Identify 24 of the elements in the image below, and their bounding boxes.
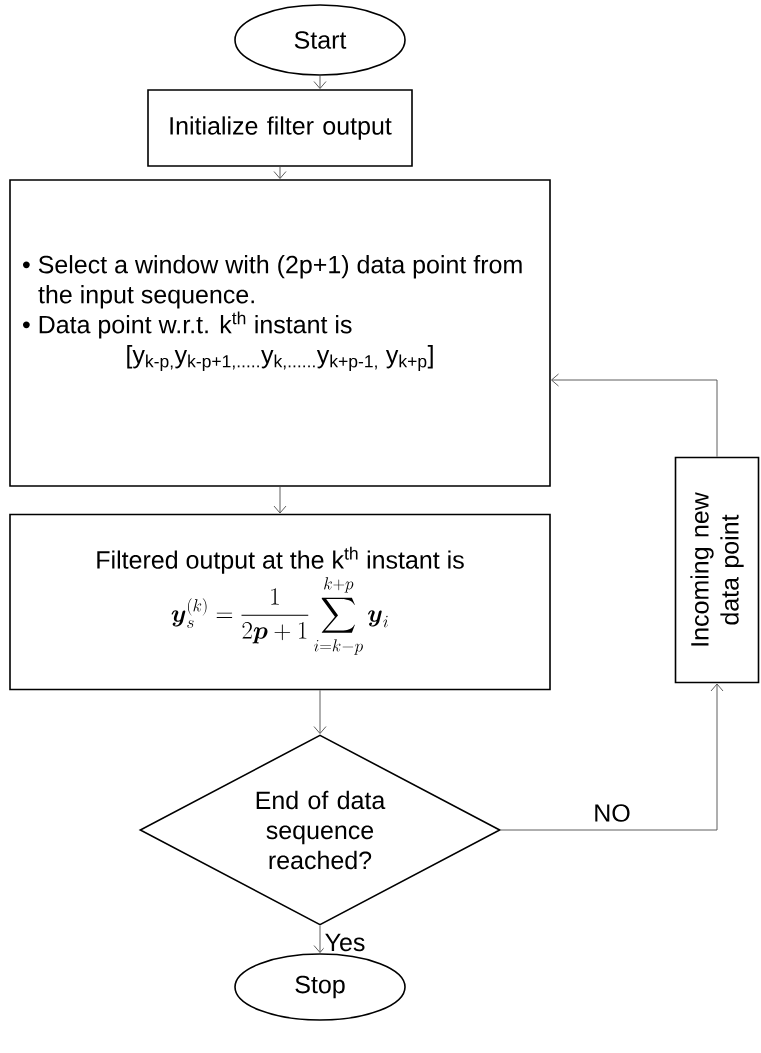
decision-label: End of data sequence reached? xyxy=(256,790,386,870)
process-box xyxy=(674,456,760,684)
bullet-text: • Data point w.r.t. k$^{th}$ instant is xyxy=(23,311,352,339)
terminal-label: Stop xyxy=(295,975,345,999)
process-box xyxy=(9,513,551,691)
edge-label: NO xyxy=(595,804,630,822)
sequence-text: [y$_{k-p,}$y$_{k-p+1,.....}$y$_{k,......}$y$_{k+p-1,}$ y$_{k+p}$] xyxy=(127,345,433,371)
process-box xyxy=(147,89,413,167)
process-box xyxy=(9,179,551,487)
arrow xyxy=(500,683,724,831)
arrow xyxy=(273,486,287,514)
formula: $\boldsymbol{y}_s^{(k)} = \frac{1}{2\boldsymbol{p}+1}\sum_{i=k-p}^{k+p}\boldsymbol{y}_i$ xyxy=(171,577,388,655)
arrow xyxy=(313,925,327,953)
edge-label: Yes xyxy=(325,933,365,952)
arrow xyxy=(313,689,327,734)
box-label: Incoming new data point xyxy=(690,492,744,646)
bullet-text: • Select a window with (2p+1) data point from the input sequence. xyxy=(23,255,522,309)
arrow xyxy=(313,75,327,89)
box-label: Initialize filter output xyxy=(170,116,392,140)
terminal-label: Start xyxy=(294,31,347,49)
terminal-ellipse xyxy=(234,4,406,76)
terminal-ellipse xyxy=(234,953,406,1021)
arrow xyxy=(551,373,718,458)
box-label: Filtered output at the k$^{th}$ instant is xyxy=(97,546,464,574)
